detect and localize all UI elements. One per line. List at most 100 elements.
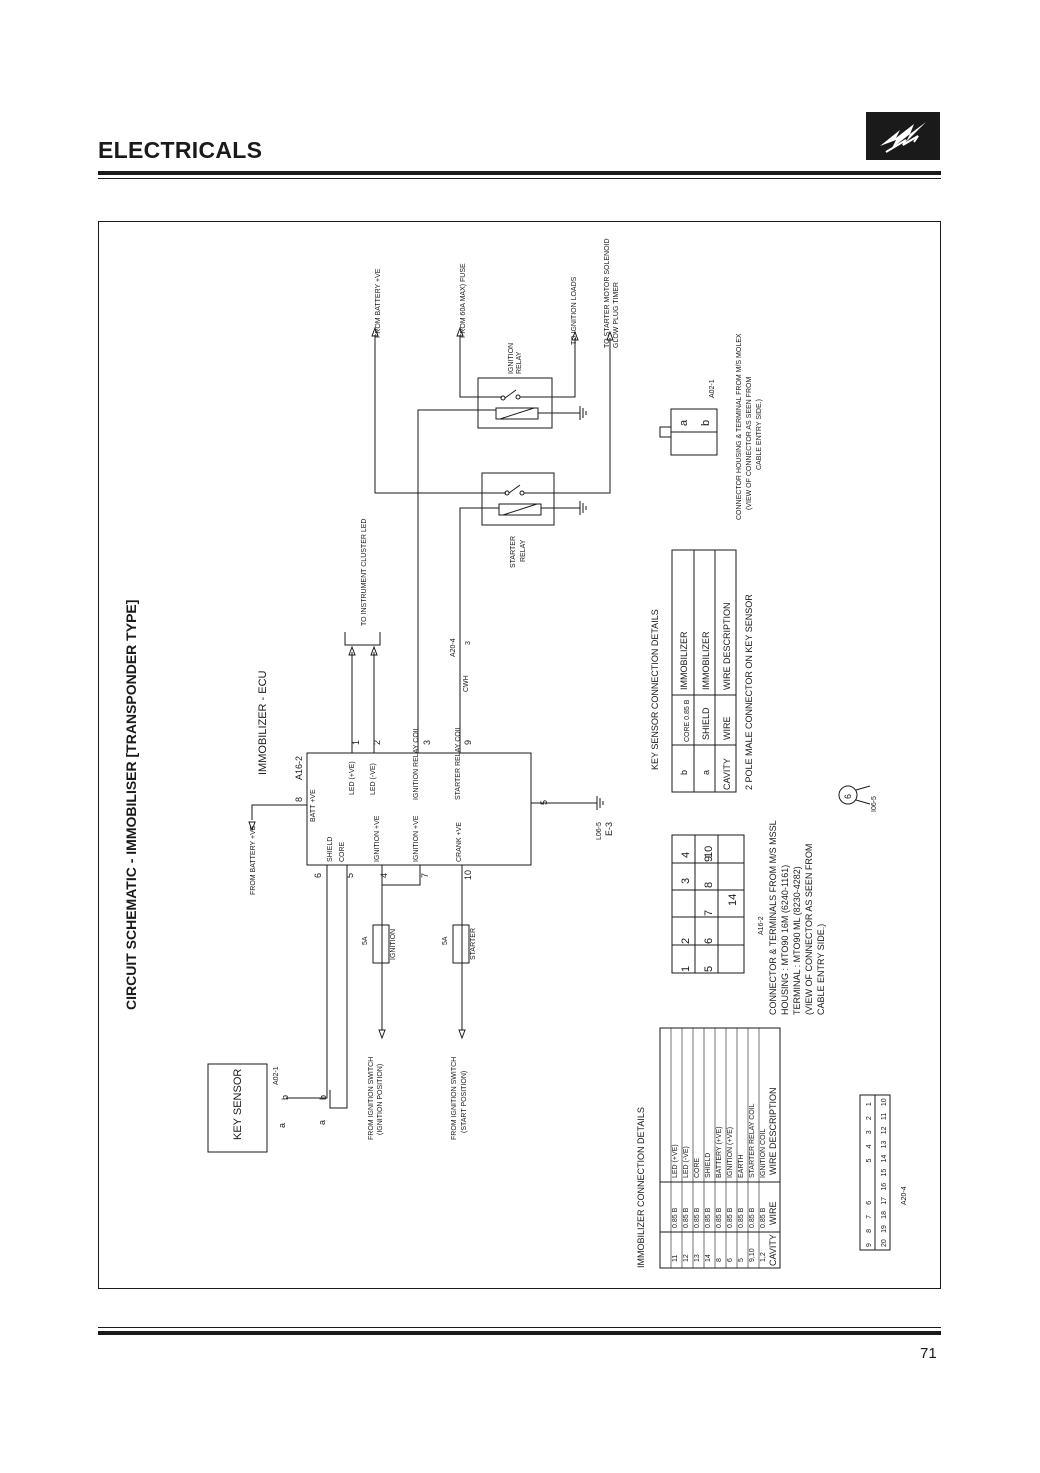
a16-ref: A16-2	[758, 916, 765, 935]
pin-1: 1	[351, 740, 361, 745]
a20-cell-bottom: 16	[881, 1183, 888, 1191]
imm-row-7-wire: 0.85 B	[694, 1207, 701, 1228]
label-fuse-ign: IGNITION	[390, 929, 397, 960]
imm-row-6-cavity: 14	[705, 1254, 712, 1262]
pin-label-ign2: IGNITION +VE	[413, 815, 420, 862]
a20-cell-bottom: 12	[881, 1126, 888, 1134]
starter-relay-box	[481, 472, 555, 526]
imm-row-6-desc: SHIELD	[705, 1153, 712, 1178]
imm-row-4-wire: 0.85 B	[727, 1207, 734, 1228]
key-sensor-header-cavity: CAVITY	[722, 758, 732, 790]
a20-cell-bottom: 14	[881, 1155, 888, 1163]
immobilizer-header-wire: WIRE	[768, 1202, 778, 1226]
label-earth-b: E-3	[604, 822, 614, 836]
a20-cell-top: 5	[866, 1158, 873, 1162]
label-starter-relay-2: RELAY	[520, 539, 527, 562]
label-ign-switch-1: FROM IGNITION SWITCH	[368, 1057, 375, 1140]
ecu-title: IMMOBILIZER - ECU	[257, 670, 269, 775]
imm-row-2-wire: 0.85 B	[749, 1207, 756, 1228]
a02-note-1: CONNECTOR HOUSING & TERMINAL FROM M/S MO…	[736, 333, 743, 520]
footer-rule	[98, 1331, 941, 1335]
a02-pin-b: b	[700, 420, 712, 426]
pin-label-ign1: IGNITION +VE	[374, 815, 381, 862]
header-rule-thin	[98, 178, 941, 179]
pin-label-ign-relay: IGNITION RELAY COIL	[413, 726, 420, 800]
a16-cell-7: 7	[703, 910, 715, 916]
label-from-battery-top: FROM BATTERY +VE	[375, 268, 382, 338]
a20-cell-bottom: 11	[881, 1113, 888, 1120]
label-ignition-relay-2: RELAY	[516, 351, 523, 374]
a20-cell-bottom: 18	[881, 1211, 888, 1219]
label-to-ignition-loads: TO IGNITION LOADS	[571, 276, 578, 345]
i06-ring	[838, 785, 858, 805]
pin-9: 9	[463, 740, 473, 745]
label-earth: L06-5	[596, 822, 603, 840]
a16-connector	[671, 834, 745, 974]
pin-4: 4	[379, 873, 389, 878]
imm-row-7-desc: CORE	[694, 1157, 701, 1178]
imm-row-5-wire: 0.85 B	[716, 1207, 723, 1228]
imm-row-5-desc: BATTERY (+VE)	[716, 1126, 723, 1178]
a20-cell-bottom: 17	[881, 1197, 888, 1205]
key-sensor-box	[207, 1063, 268, 1153]
pin-6: 6	[313, 873, 323, 878]
immobilizer-header-desc: WIRE DESCRIPTION	[768, 1087, 778, 1175]
imm-row-2-cavity: 9,10	[749, 1248, 756, 1262]
ignition-relay-box	[477, 377, 553, 429]
label-a02-1: A02-1	[273, 1066, 280, 1085]
key-sensor-row-b-desc: IMMOBILIZER	[679, 631, 689, 690]
a16-note-4: (VIEW OF CONNECTOR AS SEEN FROM	[804, 844, 814, 1015]
label-i06-5: I06-5	[871, 796, 878, 812]
pin-label-shield: SHIELD	[327, 837, 334, 862]
a02-pin-a: a	[678, 419, 690, 426]
imm-row-2-desc: STARTER RELAY COIL	[749, 1103, 756, 1178]
a16-cell-5: 5	[703, 966, 715, 972]
diagram-title: CIRCUIT SCHEMATIC - IMMOBILISER [TRANSPO…	[123, 600, 139, 1010]
imm-row-3-wire: 0.85 B	[738, 1207, 745, 1228]
ecu-box	[306, 752, 532, 866]
a16-cell-10: 10	[703, 846, 715, 858]
key-sensor-header-wire: WIRE	[722, 717, 732, 741]
a20-cell-bottom: 20	[881, 1239, 888, 1247]
pin-label-batt: BATT +VE	[310, 789, 317, 822]
a16-note-5: CABLE ENTRY SIDE.)	[816, 924, 826, 1015]
immobilizer-table-rows: 1,2 0.85 B IGNITION COIL 9,10 0.85 B STA…	[672, 1103, 767, 1262]
pin-5b: 5	[539, 800, 549, 805]
imm-row-4-desc: IGNITION (+VE)	[727, 1127, 734, 1178]
a16-cell-8: 8	[703, 882, 715, 888]
pin-8: 8	[294, 797, 304, 802]
header-rule	[98, 171, 941, 175]
key-sensor-note: 2 POLE MALE CONNECTOR ON KEY SENSOR	[744, 594, 754, 790]
a02-note-2: (VIEW OF CONNECTOR AS SEEN FROM	[746, 377, 753, 510]
label-a20-4-pin: 3	[465, 641, 472, 645]
ecu-ref: A16-2	[294, 756, 304, 780]
lightning-bolt-icon	[880, 122, 926, 153]
imm-row-7-cavity: 13	[694, 1254, 701, 1262]
label-a02-1b: A02-1	[709, 379, 716, 398]
a20-cell-top: 4	[866, 1144, 873, 1148]
label-pin-a2: a	[317, 1120, 327, 1125]
footer-rule-thin	[98, 1327, 941, 1328]
label-ign-switch-1b: (IGNITION POSITION)	[377, 1064, 384, 1135]
lightning-logo	[866, 112, 940, 160]
pin-label-core: CORE	[339, 841, 346, 862]
pin-10: 10	[463, 870, 473, 880]
a16-cell-9: 9	[703, 856, 715, 862]
pin-label-led-pos: LED (+VE)	[349, 761, 356, 795]
imm-row-3-cavity: 5	[738, 1258, 745, 1262]
a20-grid-label: A20-4	[901, 1186, 908, 1205]
label-cwh: CWH	[463, 675, 470, 692]
label-fuse-start: STARTER	[470, 928, 477, 960]
label-pin-a: a	[277, 1123, 287, 1128]
key-sensor-row-a-desc: IMMOBILIZER	[701, 631, 711, 690]
pin-7: 7	[420, 873, 430, 878]
imm-row-9-desc: LED (+VE)	[672, 1144, 679, 1178]
imm-row-3-desc: EARTH	[738, 1154, 745, 1178]
key-sensor-header-desc: WIRE DESCRIPTION	[722, 602, 732, 690]
pin-label-led-neg: LED (-VE)	[370, 763, 377, 795]
a20-cell-top: 6	[866, 1201, 873, 1205]
section-title: ELECTRICALS	[98, 137, 263, 163]
a20-cell-bottom: 13	[881, 1140, 888, 1148]
immobilizer-table	[659, 1027, 781, 1269]
immobilizer-table-title: IMMOBILIZER CONNECTION DETAILS	[636, 1107, 646, 1268]
